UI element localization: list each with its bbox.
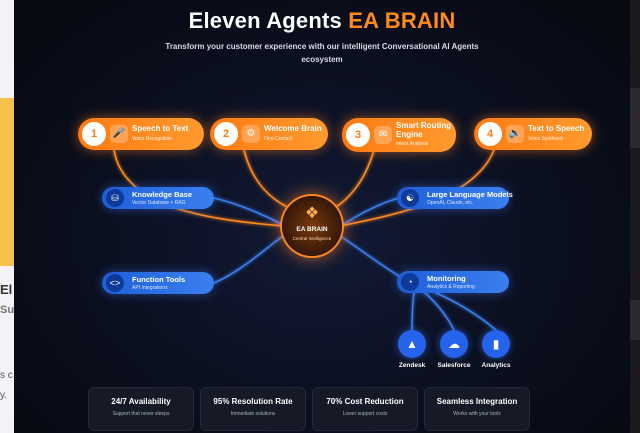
pipeline-step-text-to-speech[interactable]: 4 🔈 Text to Speech Voice Synthesis: [474, 118, 592, 150]
module-knowledge-base[interactable]: ⛁ Knowledge Base Vector Database + RAG: [102, 187, 214, 209]
background-text-fragment: s c: [0, 370, 13, 381]
background-text-fragment: El: [0, 282, 13, 297]
module-title: Large Language Models: [427, 190, 513, 199]
connector-orange: [243, 149, 300, 213]
background-text-fragment: Su: [0, 304, 15, 316]
brain-icon: ❖: [304, 205, 320, 222]
step-number: 2: [214, 122, 238, 146]
module-title: Function Tools: [132, 275, 186, 284]
integration-label: Analytics: [481, 362, 511, 369]
stat-subtitle: Lower support costs: [342, 411, 388, 417]
speaker-icon: 🔈: [506, 125, 524, 143]
integration-label: Salesforce: [437, 362, 471, 369]
pipeline-step-smart-routing[interactable]: 3 ✉ Smart Routing Engine Intent Analysis: [342, 118, 456, 152]
stat-title: Seamless Integration: [436, 397, 518, 406]
scrollbar-track[interactable]: [630, 0, 640, 433]
step-subtitle: Voice Recognition: [132, 136, 173, 142]
database-icon: ⛁: [106, 189, 124, 207]
brain-icon: ☯: [401, 189, 419, 207]
stat-subtitle: Immediate solutions: [230, 411, 276, 417]
page-subtitle: Transform your customer experience with …: [165, 42, 479, 64]
central-hub[interactable]: ❖ EA BRAIN Central Intelligence: [282, 196, 342, 256]
step-number: 4: [478, 122, 502, 146]
pipeline-step-welcome-brain[interactable]: 2 ⚙ Welcome Brain First Contact: [210, 118, 328, 150]
background-highlight-band: [0, 98, 14, 266]
background-text-fragment: y.: [0, 390, 8, 401]
step-subtitle: First Contact: [264, 136, 293, 142]
stat-subtitle: Works with your tools: [453, 411, 501, 417]
hub-title: EA BRAIN: [296, 226, 328, 233]
page-title: Eleven Agents EA BRAIN: [14, 8, 630, 34]
stat-title: 70% Cost Reduction: [326, 397, 404, 406]
connector-blue: [213, 197, 287, 227]
module-subtitle: OpenAI, Claude, etc.: [427, 200, 474, 206]
step-title: Text to Speech: [528, 124, 585, 133]
connector-blue: [423, 291, 455, 331]
step-title: Speech to Text: [132, 124, 189, 133]
module-subtitle: Analytics & Reporting: [427, 284, 475, 290]
bar-chart-icon[interactable]: ▮: [482, 330, 510, 358]
module-title: Knowledge Base: [132, 190, 193, 199]
stat-card-resolution: 95% Resolution Rate Immediate solutions: [200, 387, 306, 431]
step-title-line2: Engine: [396, 130, 423, 139]
diagram-canvas: Eleven Agents EA BRAIN Transform your cu…: [14, 0, 630, 433]
module-subtitle: API Integrations: [132, 285, 168, 291]
module-large-language-models[interactable]: ☯ Large Language Models OpenAI, Claude, …: [397, 187, 513, 209]
module-monitoring[interactable]: ◔ Monitoring Analytics & Reporting: [397, 271, 509, 293]
stat-card-cost: 70% Cost Reduction Lower support costs: [312, 387, 418, 431]
step-number: 1: [82, 122, 106, 146]
connector-blue: [411, 291, 415, 331]
scrollbar-segment: [630, 300, 640, 340]
step-title: Welcome Brain: [264, 124, 322, 133]
stat-card-availability: 24/7 Availability Support that never sle…: [88, 387, 194, 431]
cloud-icon[interactable]: ☁: [440, 330, 468, 358]
connector-blue: [213, 233, 287, 284]
step-title-line1: Smart Routing: [396, 121, 452, 130]
hub-subtitle: Central Intelligence: [292, 236, 332, 241]
stat-card-integration: Seamless Integration Works with your too…: [424, 387, 530, 431]
stat-title: 95% Resolution Rate: [213, 397, 293, 406]
zendesk-icon[interactable]: ▲: [398, 330, 426, 358]
chat-icon: ✉: [374, 126, 392, 144]
connector-orange: [325, 149, 375, 213]
code-icon: <>: [106, 274, 124, 292]
gauge-icon: ◔: [401, 273, 419, 291]
connector-blue: [433, 291, 497, 331]
step-number: 3: [346, 123, 370, 147]
step-subtitle: Voice Synthesis: [528, 136, 564, 142]
robot-icon: ⚙: [242, 125, 260, 143]
module-subtitle: Vector Database + RAG: [132, 200, 186, 206]
title-main: Eleven Agents: [188, 8, 342, 33]
pipeline-step-speech-to-text[interactable]: 1 🎤 Speech to Text Voice Recognition: [78, 118, 204, 150]
microphone-icon: 🎤: [110, 125, 128, 143]
background-page-strip: El Su s c y.: [0, 0, 14, 433]
stat-subtitle: Support that never sleeps: [112, 411, 170, 417]
scrollbar-segment: [630, 88, 640, 148]
module-function-tools[interactable]: <> Function Tools API Integrations: [102, 272, 214, 294]
module-title: Monitoring: [427, 274, 466, 283]
step-subtitle: Intent Analysis: [396, 141, 429, 147]
connector-blue: [339, 197, 400, 227]
stat-title: 24/7 Availability: [111, 397, 171, 406]
integration-label: Zendesk: [398, 362, 426, 369]
title-accent: EA BRAIN: [348, 8, 456, 33]
